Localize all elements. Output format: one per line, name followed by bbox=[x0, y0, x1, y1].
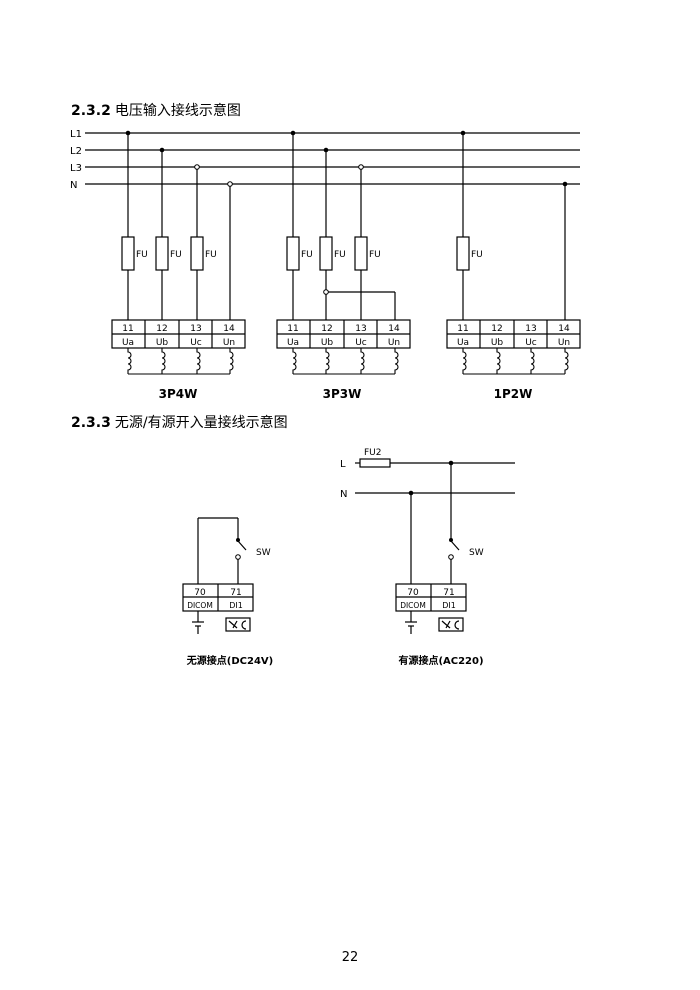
open-junctions bbox=[194, 164, 454, 560]
fuse-label: FU bbox=[136, 250, 148, 260]
fuse-label: FU bbox=[471, 250, 483, 260]
terminal-signal: Ua bbox=[457, 338, 469, 348]
section-title: 无源/有源开入量接线示意图 bbox=[114, 415, 288, 431]
fuse bbox=[354, 236, 368, 271]
group-caption-1p2w: 1P2W bbox=[494, 387, 533, 401]
fuse-label: FU bbox=[301, 250, 313, 260]
fuse bbox=[319, 236, 333, 271]
section-number: 2.3.2 bbox=[71, 103, 111, 119]
terminal-signal: Ub bbox=[156, 338, 169, 348]
terminal-number: 11 bbox=[287, 324, 298, 334]
terminal-number: 13 bbox=[525, 324, 536, 334]
fuse-label: FU bbox=[334, 250, 346, 260]
junction-dots bbox=[125, 130, 568, 542]
terminal-number: 12 bbox=[156, 324, 167, 334]
terminal-signal: Ua bbox=[122, 338, 134, 348]
active-contact-wiring bbox=[355, 458, 515, 634]
fuse bbox=[190, 236, 204, 271]
line-label-l: L bbox=[340, 459, 346, 470]
bus-label-n: N bbox=[70, 180, 77, 191]
terminal-number: 11 bbox=[122, 324, 133, 334]
coil-symbols bbox=[127, 348, 569, 375]
terminal-number: 13 bbox=[355, 324, 366, 334]
fuse-labels: FU FU FU FU FU FU FU bbox=[136, 250, 483, 260]
bus-label-l2: L2 bbox=[70, 146, 82, 157]
terminal-number: 70 bbox=[407, 588, 419, 598]
optocoupler bbox=[438, 617, 464, 632]
terminal-number: 14 bbox=[558, 324, 570, 334]
terminal-signal: Un bbox=[558, 338, 570, 348]
group-3p3w-wiring bbox=[276, 133, 411, 349]
group-1p2w-wiring bbox=[446, 133, 581, 349]
terminal-number: 12 bbox=[321, 324, 332, 334]
optocoupler bbox=[225, 617, 251, 632]
terminal-signal: Uc bbox=[355, 338, 367, 348]
passive-contact-wiring bbox=[182, 517, 254, 634]
terminal-signal: Ub bbox=[491, 338, 504, 348]
fuse bbox=[286, 236, 300, 271]
terminal-signal: DICOM bbox=[187, 601, 213, 610]
group-caption-3p3w: 3P3W bbox=[323, 387, 362, 401]
bus-label-l1: L1 bbox=[70, 129, 82, 140]
section-title: 电压输入接线示意图 bbox=[114, 103, 241, 119]
terminal-signal: Uc bbox=[190, 338, 202, 348]
switch-label: SW bbox=[469, 548, 484, 558]
terminal-signal: DICOM bbox=[400, 601, 426, 610]
terminal-number: 11 bbox=[457, 324, 468, 334]
group-caption-3p4w: 3P4W bbox=[159, 387, 198, 401]
fuse-label: FU bbox=[170, 250, 182, 260]
terminal-number: 12 bbox=[491, 324, 502, 334]
terminal-signal: Un bbox=[223, 338, 235, 348]
terminal-signal: Un bbox=[388, 338, 400, 348]
group-3p4w-wiring bbox=[111, 133, 246, 349]
switch-label: SW bbox=[256, 548, 271, 558]
section-number: 2.3.3 bbox=[71, 415, 111, 431]
terminal-signal: Ub bbox=[321, 338, 334, 348]
fuse-label-fu2: FU2 bbox=[364, 448, 382, 458]
terminal-signal: DI1 bbox=[229, 601, 243, 610]
page-number: 22 bbox=[341, 950, 359, 965]
terminal-number: 70 bbox=[194, 588, 206, 598]
terminal-number: 71 bbox=[230, 588, 241, 598]
fuse bbox=[121, 236, 135, 271]
bus-label-l3: L3 bbox=[70, 163, 82, 174]
fuse bbox=[155, 236, 169, 271]
caption-active-contact: 有源接点(AC220) bbox=[398, 654, 483, 667]
fuse-label: FU bbox=[369, 250, 381, 260]
terminal-number: 71 bbox=[443, 588, 454, 598]
terminal-number: 14 bbox=[223, 324, 235, 334]
fuse bbox=[456, 236, 470, 271]
terminal-number: 13 bbox=[190, 324, 201, 334]
terminal-signal: Ua bbox=[287, 338, 299, 348]
terminal-signal: Uc bbox=[525, 338, 537, 348]
terminal-signal: DI1 bbox=[442, 601, 456, 610]
line-label-n: N bbox=[340, 489, 347, 500]
terminal-number: 14 bbox=[388, 324, 400, 334]
fuse-fu2 bbox=[359, 458, 391, 468]
caption-passive-contact: 无源接点(DC24V) bbox=[186, 654, 273, 667]
fuse-label: FU bbox=[205, 250, 217, 260]
